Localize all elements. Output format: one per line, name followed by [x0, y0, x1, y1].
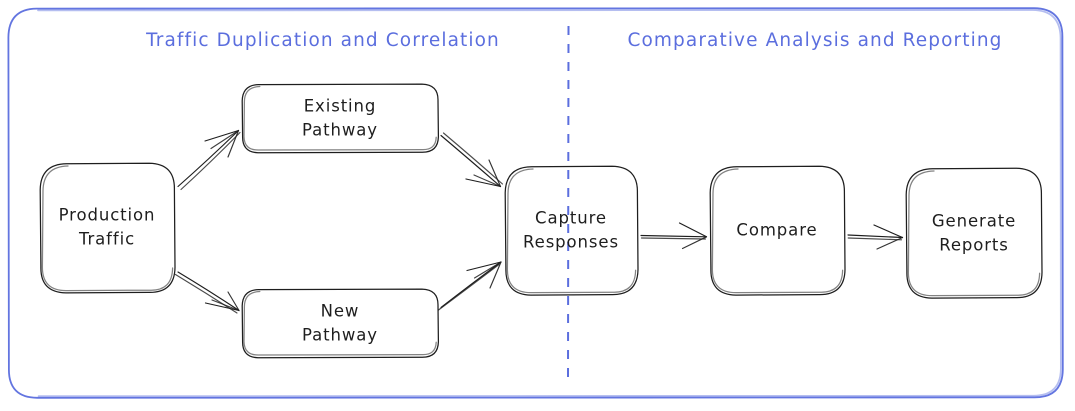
zone-title-comparative-analysis: Comparative Analysis and Reporting	[627, 30, 1002, 51]
node-capture-responses[interactable]: Capture Responses	[504, 165, 639, 296]
vertical-dashed-divider	[567, 25, 570, 383]
node-production-traffic[interactable]: Production Traffic	[39, 162, 176, 294]
node-label-production-traffic-line1: Production	[59, 206, 156, 225]
node-label-compare: Compare	[736, 221, 817, 240]
node-label-new-pathway-line1: New	[321, 302, 360, 321]
node-label-existing-pathway-line2: Pathway	[302, 121, 378, 140]
outer-container-frame	[7, 7, 1064, 399]
node-label-generate-reports-line1: Generate	[932, 212, 1016, 231]
edge-production-to-existing	[177, 129, 241, 191]
edge-compare-to-generate	[847, 224, 904, 250]
node-compare[interactable]: Compare	[709, 165, 846, 296]
node-label-capture-responses-line1: Capture	[535, 209, 607, 228]
node-generate-reports[interactable]: Generate Reports	[905, 167, 1043, 299]
node-label-production-traffic-line2: Traffic	[78, 230, 135, 249]
edge-capture-to-compare	[640, 222, 708, 250]
node-label-existing-pathway-line1: Existing	[304, 97, 377, 116]
node-label-new-pathway-line2: Pathway	[302, 326, 378, 345]
edge-existing-to-capture	[440, 132, 504, 188]
node-label-capture-responses-line2: Responses	[523, 233, 619, 252]
edge-new-to-capture	[437, 261, 502, 311]
edge-production-to-new	[174, 271, 240, 314]
node-new-pathway[interactable]: New Pathway	[241, 288, 440, 359]
node-label-generate-reports-line2: Reports	[939, 236, 1009, 255]
node-existing-pathway[interactable]: Existing Pathway	[241, 83, 440, 154]
zone-title-traffic-duplication: Traffic Duplication and Correlation	[145, 30, 500, 51]
